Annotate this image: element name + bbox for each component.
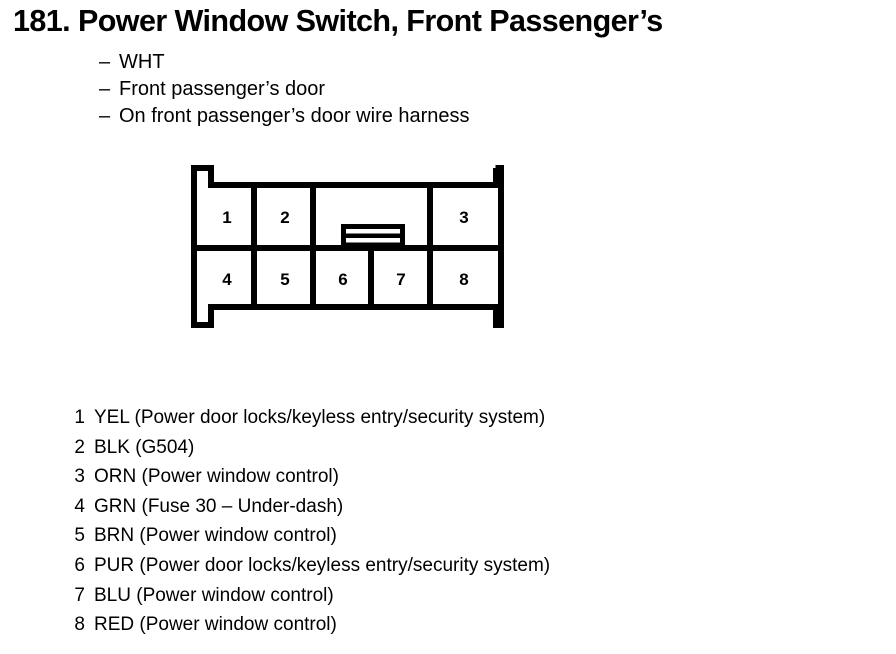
legend-pin-number: 4 [74,495,85,517]
legend-pin-number: 5 [74,525,85,547]
legend-pin-number: 8 [74,614,85,636]
legend-pin-number: 7 [74,584,85,606]
page-title: 181. Power Window Switch, Front Passenge… [13,3,663,38]
connector-body-outline [191,165,504,328]
legend-row: 1 YEL (Power door locks/keyless entry/se… [62,407,862,437]
legend-row: 8 RED (Power window control) [62,614,862,644]
legend-pin-description: GRN (Fuse 30 – Under-dash) [94,495,344,517]
cavity-label-7: 7 [396,270,405,289]
legend-row: 6 PUR (Power door locks/keyless entry/se… [62,555,862,585]
locking-tab-icon [341,224,405,248]
connector-diagram: 1 2 3 4 5 6 7 8 [185,160,510,340]
cavity-label-1: 1 [222,208,231,227]
descriptor-item: – Front passenger’s door [99,78,799,105]
legend-row: 5 BRN (Power window control) [62,525,862,555]
descriptor-item: – On front passenger’s door wire harness [99,105,799,132]
legend-row: 2 BLK (G504) [62,437,862,467]
legend-pin-description: PUR (Power door locks/keyless entry/secu… [94,554,551,576]
cavity-label-4: 4 [222,270,232,289]
dash-bullet-icon: – [99,51,111,73]
cavity-label-3: 3 [459,208,468,227]
legend-pin-description: BLK (G504) [94,436,195,458]
legend-pin-description: BRN (Power window control) [94,525,337,547]
descriptor-text: On front passenger’s door wire harness [119,105,470,127]
legend-pin-description: RED (Power window control) [94,614,337,636]
dash-bullet-icon: – [99,78,111,100]
cavity-label-6: 6 [338,270,347,289]
descriptor-text: Front passenger’s door [119,78,326,100]
cavity-label-2: 2 [280,208,289,227]
legend-pin-number: 1 [74,407,85,428]
legend-pin-description: YEL (Power door locks/keyless entry/secu… [94,407,546,428]
descriptor-item: – WHT [99,51,799,78]
descriptor-list: – WHT – Front passenger’s door – On fron… [99,51,799,132]
cavity-label-8: 8 [459,270,468,289]
descriptor-text: WHT [119,51,165,73]
legend-row: 3 ORN (Power window control) [62,466,862,496]
legend-pin-number: 2 [74,436,85,458]
cavity-grid [196,185,499,307]
legend-pin-number: 6 [74,554,85,576]
dash-bullet-icon: – [99,105,111,127]
legend-pin-number: 3 [74,466,85,488]
cavity-label-5: 5 [280,270,289,289]
legend-row: 4 GRN (Fuse 30 – Under-dash) [62,496,862,526]
pin-legend: 1 YEL (Power door locks/keyless entry/se… [62,407,862,644]
legend-row: 7 BLU (Power window control) [62,585,862,615]
legend-pin-description: ORN (Power window control) [94,466,339,488]
legend-pin-description: BLU (Power window control) [94,584,334,606]
